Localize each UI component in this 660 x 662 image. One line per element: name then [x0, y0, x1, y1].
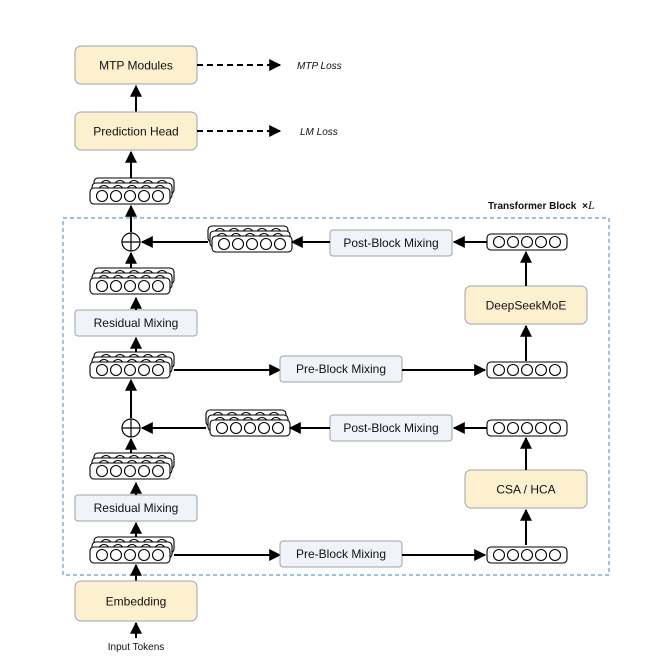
residual-mixing-top-label: Residual Mixing — [94, 316, 179, 330]
residual-stack-top — [89, 267, 175, 295]
add-node-top — [121, 232, 141, 252]
mtp-loss-label: MTP Loss — [297, 61, 342, 72]
hidden-state-vector — [486, 361, 568, 379]
hidden-state-vector — [486, 419, 568, 437]
transformer-block-label: Transformer Block ×L — [488, 198, 595, 212]
attention-input-vector — [486, 546, 568, 564]
hidden-state-vector — [209, 419, 291, 437]
transformer-block-region — [62, 217, 610, 576]
mtp-modules-label: MTP Modules — [99, 59, 173, 73]
input-hidden-stack — [89, 536, 175, 564]
moe-input-vector — [486, 361, 568, 379]
lm-loss-label: LM Loss — [300, 127, 338, 138]
hidden-state-vector — [211, 235, 293, 253]
middle-hidden-stack — [89, 351, 175, 379]
embedding-label: Embedding — [106, 595, 167, 609]
deepseekmoe-label: DeepSeekMoE — [486, 299, 567, 313]
post-block-mixing-bottom-label: Post-Block Mixing — [343, 421, 438, 435]
residual-stack-bottom — [89, 452, 175, 480]
prediction-head-label: Prediction Head — [93, 125, 178, 139]
add-node-bottom — [121, 418, 141, 438]
post-block-output-stack-bottom — [205, 409, 291, 437]
residual-mixing-bottom-label: Residual Mixing — [94, 501, 179, 515]
output-hidden-stack — [89, 177, 175, 205]
hidden-state-vector — [89, 187, 171, 205]
hidden-state-vector — [89, 361, 171, 379]
moe-output-vector — [486, 233, 568, 251]
post-block-mixing-top-label: Post-Block Mixing — [343, 236, 438, 250]
hidden-state-vector — [89, 462, 171, 480]
hidden-state-vector — [486, 233, 568, 251]
attention-output-vector — [486, 419, 568, 437]
input-tokens-label: Input Tokens — [108, 642, 165, 653]
hidden-state-vector — [486, 546, 568, 564]
pre-block-mixing-top-label: Pre-Block Mixing — [296, 362, 386, 376]
hidden-state-vector — [89, 277, 171, 295]
pre-block-mixing-bottom-label: Pre-Block Mixing — [296, 547, 386, 561]
embedding-box — [74, 580, 198, 622]
csa-hca-label: CSA / HCA — [496, 483, 555, 497]
post-block-output-stack-top — [207, 225, 293, 253]
hidden-state-vector — [89, 546, 171, 564]
